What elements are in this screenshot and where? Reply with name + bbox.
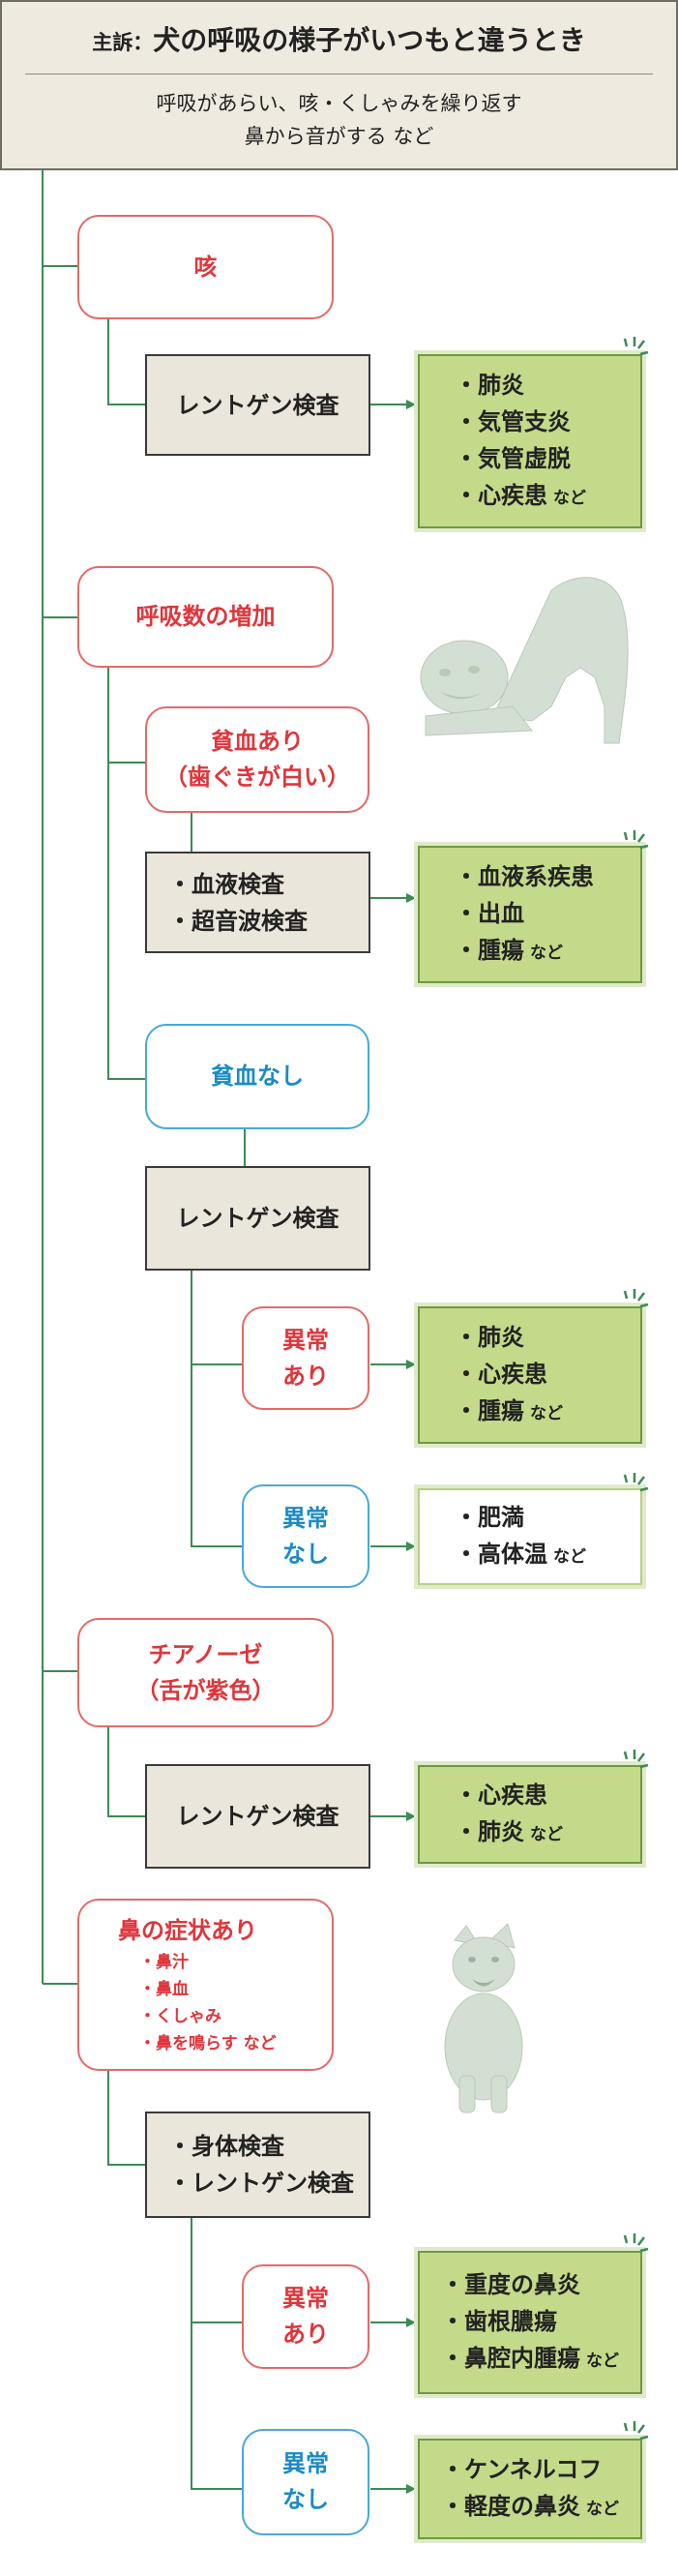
sparkle-icon: [623, 1289, 649, 1308]
result-abnormal-nose: ・重度の鼻炎 ・歯根膿瘍 ・鼻腔内腫瘍など: [414, 2247, 646, 2398]
result-normal-breath: ・肥満 ・高体温など: [414, 1484, 646, 1589]
result-item: ・気管虚脱: [455, 444, 571, 472]
result-item: ・肺炎: [455, 1323, 524, 1351]
result-abnormal-breath: ・肺炎 ・心疾患 ・腫瘍など: [414, 1303, 646, 1448]
result-item: ・肥満: [455, 1503, 524, 1531]
small-dog-barking-illustration: [444, 1923, 523, 2113]
branch-normal-nose: 異常 なし: [242, 2429, 369, 2535]
test-xray-cough-label: レントゲン検査: [176, 391, 339, 419]
branch-normal-label: 異常: [282, 2450, 329, 2477]
test-ultrasound-label: ・超音波検査: [168, 907, 308, 935]
branch-normal-label: 異常: [282, 1504, 329, 1532]
branch-abnormal-label: 異常: [282, 2285, 329, 2312]
symptom-cough: 咳: [77, 215, 334, 319]
result-item: ・気管支炎: [455, 407, 571, 435]
result-item: ・高体温: [455, 1540, 547, 1568]
sparkle-icon: [623, 830, 649, 850]
test-xray-cough: レントゲン検査: [145, 354, 370, 456]
result-anemia: ・血液系疾患 ・出血 ・腫瘍など: [414, 842, 646, 987]
symptom-anemia-label: 貧血あり: [211, 728, 304, 755]
symptom-no-anemia-label: 貧血なし: [211, 1063, 304, 1090]
sparkle-icon: [623, 337, 649, 356]
symptom-nose-sub: ・くしゃみ: [139, 2007, 221, 2026]
result-cough: ・肺炎 ・気管支炎 ・気管虚脱 ・心疾患など: [414, 350, 646, 532]
symptom-nose-sub: ・鼻血: [139, 1980, 189, 1999]
test-xray-no-anemia: レントゲン検査: [145, 1166, 370, 1271]
symptom-breath-rate-label: 呼吸数の増加: [135, 603, 276, 630]
header-title-row: 主訴：犬の呼吸の様子がいつもと違うとき: [2, 19, 676, 58]
header-label: 主訴：: [92, 31, 154, 54]
branch-normal-label-2: なし: [282, 1540, 329, 1568]
branch-normal-breath: 異常 なし: [242, 1484, 369, 1588]
nado-label: など: [586, 2351, 619, 2371]
sparkle-icon: [623, 1473, 649, 1492]
symptom-nose-sub: ・鼻汁: [139, 1953, 189, 1972]
nado-label: など: [530, 1403, 563, 1423]
nado-label: など: [586, 2499, 619, 2519]
symptom-cyanosis-note: （舌が紫色）: [135, 1676, 276, 1704]
test-physical-xray: ・身体検査 ・レントゲン検査: [145, 2112, 370, 2218]
result-item: ・心疾患: [455, 1360, 547, 1388]
test-blood-label: ・血液検査: [168, 870, 284, 898]
result-item: ・軽度の鼻炎: [441, 2492, 580, 2520]
branch-abnormal-breath: 異常 あり: [242, 1306, 369, 1410]
nado-label: など: [553, 488, 586, 508]
header-desc-line-1: 呼吸があらい、咳・くしゃみを繰り返す: [156, 92, 522, 115]
header: 主訴：犬の呼吸の様子がいつもと違うとき 呼吸があらい、咳・くしゃみを繰り返す 鼻…: [0, 0, 678, 170]
branch-abnormal-label-2: あり: [282, 1362, 329, 1390]
test-physical-label: ・身体検査: [168, 2133, 284, 2160]
result-item: ・ケンネルコフ: [441, 2455, 603, 2483]
branch-abnormal-label: 異常: [282, 1326, 329, 1354]
sparkle-icon: [623, 1750, 649, 1769]
result-item: ・血液系疾患: [455, 862, 594, 890]
result-item: ・腫瘍: [455, 1396, 524, 1424]
result-item: ・重度の鼻炎: [441, 2270, 580, 2298]
symptom-anemia: 貧血あり （歯ぐきが白い）: [145, 706, 369, 813]
symptom-breath-rate: 呼吸数の増加: [77, 566, 334, 668]
symptom-no-anemia: 貧血なし: [145, 1024, 369, 1129]
branch-normal-label-2: なし: [282, 2486, 329, 2513]
result-item: ・鼻腔内腫瘍: [441, 2344, 580, 2372]
page-title: 犬の呼吸の様子がいつもと違うとき: [153, 24, 586, 56]
nado-label: など: [530, 943, 563, 963]
sparkle-icon: [623, 2421, 649, 2441]
test-xray-no-anemia-label: レントゲン検査: [176, 1205, 339, 1232]
symptom-anemia-note: （歯ぐきが白い）: [164, 764, 350, 791]
test-blood-ultrasound: ・血液検査 ・超音波検査: [145, 852, 370, 953]
result-item: ・腫瘍: [455, 936, 524, 964]
header-divider: [25, 74, 653, 75]
result-item: ・出血: [455, 899, 524, 927]
branch-abnormal-label-2: あり: [282, 2321, 329, 2348]
symptom-cough-label: 咳: [193, 253, 218, 281]
header-description: 呼吸があらい、咳・くしゃみを繰り返す 鼻から音がする など: [2, 87, 676, 153]
nado-label: など: [553, 1546, 586, 1567]
result-item: ・肺炎: [455, 371, 524, 399]
symptom-cyanosis: チアノーゼ （舌が紫色）: [77, 1618, 334, 1727]
nado-label: など: [530, 1824, 563, 1844]
test-xray-cyanosis-label: レントゲン検査: [176, 1803, 339, 1830]
symptom-nose: 鼻の症状あり ・鼻汁 ・鼻血 ・くしゃみ ・鼻を鳴らす など: [77, 1899, 334, 2071]
symptom-nose-sub: ・鼻を鳴らす など: [139, 2034, 277, 2053]
symptom-nose-label: 鼻の症状あり: [118, 1917, 257, 1944]
symptom-cyanosis-label: チアノーゼ: [148, 1640, 263, 1668]
result-item: ・肺炎: [455, 1817, 524, 1845]
bulldog-stretching-illustration: [420, 577, 629, 744]
header-desc-line-2: 鼻から音がする など: [244, 125, 434, 148]
result-item: ・心疾患: [455, 481, 547, 509]
result-normal-nose: ・ケンネルコフ ・軽度の鼻炎など: [414, 2435, 646, 2543]
test-xray-label: ・レントゲン検査: [168, 2170, 354, 2197]
result-item: ・歯根膿瘍: [441, 2307, 557, 2335]
branch-abnormal-nose: 異常 あり: [242, 2264, 369, 2369]
result-cyanosis: ・心疾患 ・肺炎など: [414, 1761, 646, 1868]
test-xray-cyanosis: レントゲン検査: [145, 1764, 370, 1869]
sparkle-icon: [623, 2233, 649, 2253]
result-item: ・心疾患: [455, 1781, 547, 1809]
